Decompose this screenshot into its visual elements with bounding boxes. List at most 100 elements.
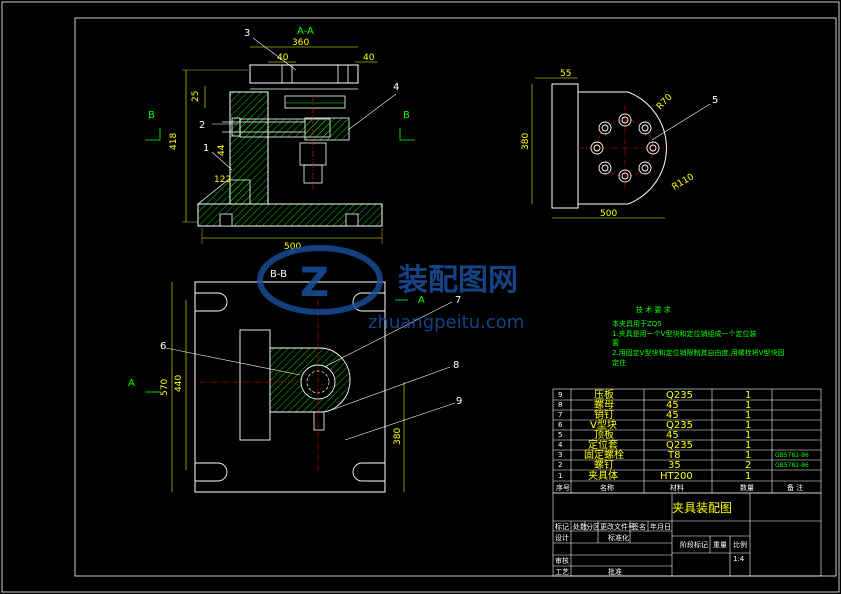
svg-text:更改文件号: 更改文件号 (600, 522, 635, 531)
svg-text:1: 1 (745, 440, 751, 451)
bom-row: 9 压板 Q235 1 (558, 388, 751, 401)
svg-text:审核: 审核 (555, 556, 569, 565)
technical-requirements: 技 术 要 求 本夹具用于ZQ5 1.夹具是用一个V型块和定位销组成一个定位装 … (612, 305, 784, 367)
svg-text:固定螺栓: 固定螺栓 (584, 448, 624, 461)
part-label-5: 5 (712, 95, 718, 106)
svg-text:重量: 重量 (713, 541, 727, 549)
bom-row: 8 螺母 45 1 (558, 399, 751, 411)
svg-text:7: 7 (558, 411, 562, 419)
front-section-view: A-A 360 40 40 418 (145, 26, 415, 252)
svg-text:3: 3 (558, 451, 562, 459)
svg-text:销钉: 销钉 (594, 408, 614, 421)
tech-line-3: 置 (612, 339, 619, 347)
part-label-7: 7 (455, 295, 461, 306)
tech-line-4: 2.用固定V型块和定位销限制其自由度,用螺栓将V型块固 (612, 348, 784, 357)
bom-row: 3 固定螺栓 T8 1 GB5782-86 (558, 448, 809, 461)
svg-text:5: 5 (558, 431, 562, 439)
bom-row: 1 夹具体 HT200 1 (558, 469, 751, 482)
svg-text:V型块: V型块 (590, 418, 617, 431)
dim-side-top: 55 (560, 69, 571, 79)
svg-text:签名: 签名 (632, 522, 646, 531)
svg-text:序号: 序号 (556, 483, 570, 492)
watermark-brand: 装配图网 (398, 263, 518, 298)
bom-row: 4 定位套 Q235 1 (558, 438, 751, 451)
title-block-text: 夹具装配图 标记 处数 分区 更改文件号 签名 年月日 设计 标准化 阶段标记 … (555, 501, 747, 576)
svg-text:2: 2 (745, 460, 751, 471)
cut-b-right: B (403, 110, 410, 121)
svg-text:Q235: Q235 (666, 390, 693, 401)
part-label-6: 6 (160, 341, 166, 352)
svg-text:45: 45 (666, 430, 679, 441)
svg-text:定位套: 定位套 (588, 438, 618, 451)
svg-text:HT200: HT200 (660, 471, 693, 482)
svg-text:1: 1 (745, 471, 751, 482)
bom-row: 5 顶板 45 1 (558, 428, 751, 441)
part-label-2: 2 (199, 120, 205, 131)
dim-plan-inner: 440 (174, 375, 184, 392)
svg-text:4: 4 (558, 441, 563, 449)
dim-base-b: 44 (217, 144, 227, 156)
dim-plan-outer: 570 (160, 379, 170, 396)
part-label-4: 4 (393, 82, 399, 93)
svg-text:标准化: 标准化 (608, 533, 629, 542)
svg-text:压板: 压板 (594, 388, 614, 401)
dim-slot-a: 40 (277, 53, 289, 63)
svg-text:T8: T8 (667, 450, 680, 461)
dim-left-small: 25 (191, 91, 201, 102)
svg-text:1:4: 1:4 (733, 555, 745, 563)
svg-text:Q235: Q235 (666, 420, 693, 431)
tech-line-1: 本夹具用于ZQ5 (612, 319, 662, 328)
inner-frame (74, 17, 837, 577)
watermark-url: zhuangpeitu.com (368, 312, 524, 333)
bom-row: 6 V型块 Q235 1 (558, 418, 751, 431)
svg-text:螺母: 螺母 (594, 399, 614, 411)
part-label-9: 9 (456, 396, 462, 407)
part-label-3: 3 (244, 28, 250, 39)
svg-text:工艺: 工艺 (555, 568, 569, 576)
dim-side-height: 380 (521, 133, 531, 150)
tech-line-5: 定住 (612, 358, 626, 367)
cut-b-left: B (148, 110, 155, 121)
svg-text:比例: 比例 (733, 540, 747, 549)
bom-row: 2 螺钉 35 2 GB5782-86 (558, 459, 809, 471)
svg-text:螺钉: 螺钉 (594, 459, 614, 471)
svg-text:GB5782-86: GB5782-86 (775, 452, 809, 459)
svg-text:35: 35 (668, 460, 681, 471)
title-block (552, 492, 822, 577)
svg-text:Z: Z (300, 260, 329, 306)
plan-base (194, 281, 386, 493)
svg-text:夹具体: 夹具体 (588, 469, 618, 482)
dim-left-height: 418 (169, 133, 179, 150)
svg-text:材料: 材料 (670, 483, 684, 492)
tech-line-2: 1.夹具是用一个V型块和定位销组成一个定位装 (612, 329, 756, 338)
svg-text:1: 1 (745, 430, 751, 441)
svg-text:设计: 设计 (555, 533, 569, 542)
dim-plan-right: 380 (393, 428, 403, 445)
svg-text:1: 1 (745, 390, 751, 401)
part-label-1: 1 (203, 143, 209, 154)
svg-text:数量: 数量 (740, 483, 754, 492)
dim-base-width: 500 (284, 242, 301, 252)
svg-text:8: 8 (558, 401, 562, 409)
bom-rows: 9 压板 Q235 1 8 螺母 45 1 7 销钉 45 1 6 V型块 Q2… (556, 388, 809, 492)
svg-text:1: 1 (558, 472, 562, 480)
svg-text:6: 6 (558, 421, 563, 429)
bom-header: 序号 名称 材料 数量 备 注 (556, 483, 803, 492)
svg-text:1: 1 (745, 400, 751, 411)
base (197, 203, 383, 227)
svg-text:顶板: 顶板 (594, 428, 614, 441)
section-bb-label: B-B (270, 269, 287, 280)
drawing-title: 夹具装配图 (672, 501, 732, 515)
svg-text:GB5782-86: GB5782-86 (775, 462, 809, 469)
svg-text:阶段标记: 阶段标记 (680, 540, 708, 549)
plan-section-view: B-B 570 440 380 A A 6 7 8 (128, 269, 462, 493)
svg-text:标记: 标记 (555, 522, 569, 531)
watermark: Z 装配图网 zhuangpeitu.com (257, 245, 524, 333)
svg-text:45: 45 (666, 410, 679, 421)
svg-text:分区: 分区 (586, 522, 600, 531)
dim-top-width: 360 (292, 38, 309, 48)
svg-text:批准: 批准 (608, 567, 622, 576)
